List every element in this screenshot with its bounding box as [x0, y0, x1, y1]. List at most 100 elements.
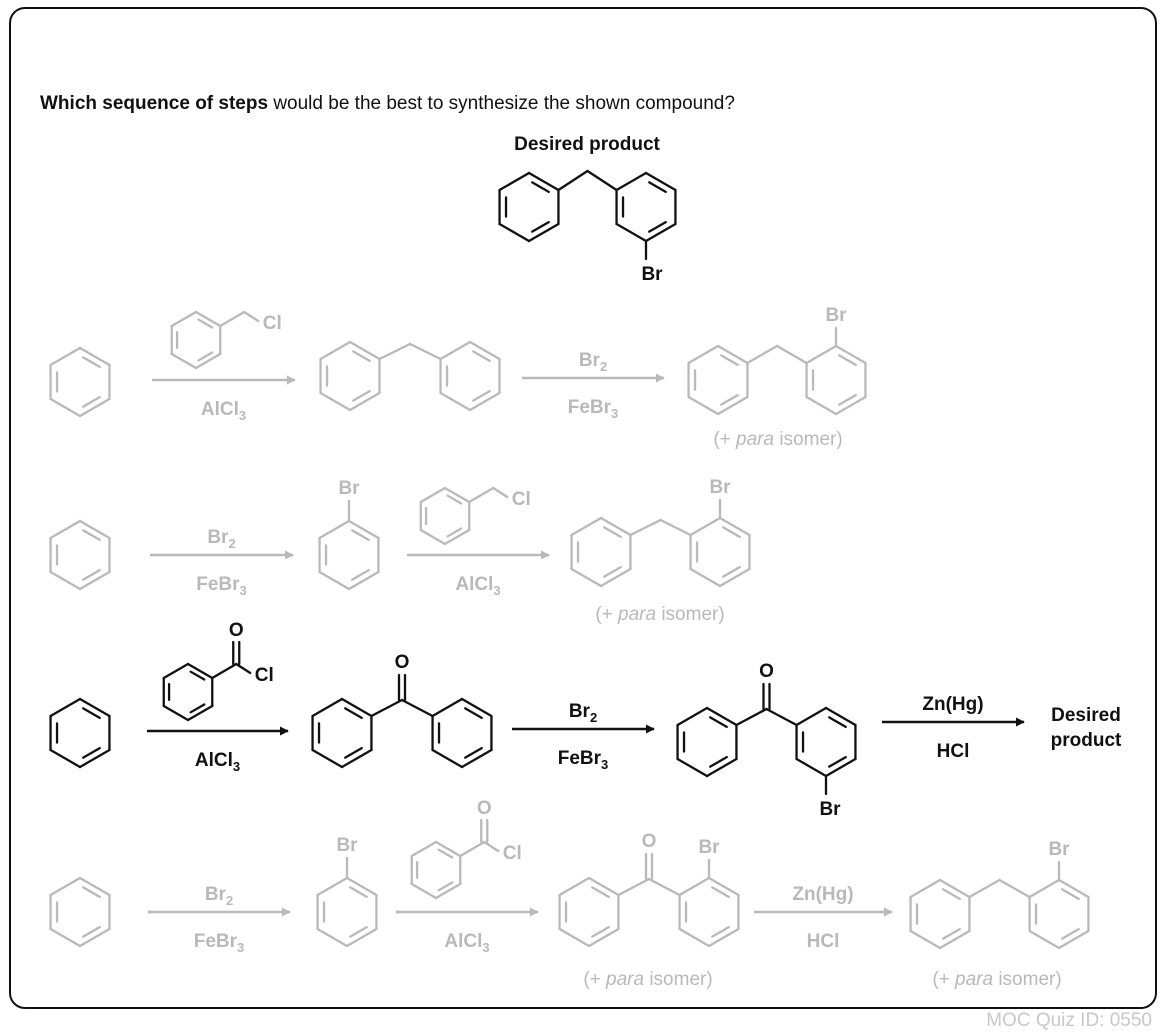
target-molecule: Br	[498, 169, 677, 285]
c-c-bond	[211, 662, 238, 680]
reagent-above: Br2	[207, 527, 235, 551]
chlorine-label: Cl	[512, 489, 531, 510]
benzene-ring	[795, 706, 857, 778]
ring-double-bond	[709, 716, 728, 729]
oxygen-label: O	[759, 661, 774, 682]
ring-double-bond	[720, 393, 739, 406]
ring-double-bond	[82, 707, 101, 720]
ring-double-bond	[82, 886, 101, 899]
diphenylmethane	[319, 340, 501, 412]
benzoyl-chloride: O Cl	[162, 620, 274, 722]
ring-double-bond	[591, 886, 610, 899]
ring-bond	[805, 344, 838, 365]
question-text: Which sequence of steps would be the bes…	[40, 93, 735, 115]
ring-bond	[311, 697, 344, 718]
oxygen-label: O	[229, 620, 244, 641]
ring-bond	[676, 706, 709, 727]
step-2-arrow: AlCl3	[396, 907, 539, 955]
benzene-ring	[570, 516, 632, 588]
ring-bond	[49, 876, 82, 897]
ring-bond	[716, 395, 749, 416]
ring-bond	[527, 222, 560, 243]
ring-bond	[348, 391, 381, 412]
ring-bond	[587, 876, 620, 897]
ring-bond	[795, 706, 828, 727]
chlorine-label: Cl	[255, 665, 274, 686]
ring-bond	[170, 352, 198, 370]
ring-double-bond	[189, 670, 206, 681]
bromine-label: Br	[698, 837, 720, 858]
c-cl-bond	[492, 486, 509, 499]
ring-bond	[78, 876, 111, 897]
ring-bond	[170, 310, 198, 328]
question-rest: would be the best to synthesize the show…	[268, 93, 735, 114]
ring-bond	[348, 340, 381, 361]
reagent-below: FeBr3	[196, 574, 247, 598]
ring-double-bond	[722, 565, 741, 578]
ring-bond	[347, 570, 380, 591]
reagent-above: Zn(Hg)	[922, 694, 983, 715]
ring-bond	[834, 395, 867, 416]
ring-double-bond	[648, 220, 667, 233]
ring-double-bond	[446, 494, 463, 505]
isomer-note: (+ para isomer)	[713, 429, 842, 450]
ring-bond	[834, 344, 867, 365]
ring-double-bond	[591, 925, 610, 938]
ring-double-bond	[464, 707, 483, 720]
ring-bond	[78, 570, 111, 591]
ring-double-bond	[828, 755, 847, 768]
ring-bond	[795, 757, 828, 778]
ring-bond	[316, 927, 349, 948]
ring-bond	[570, 516, 603, 537]
ring-bond	[1057, 878, 1090, 899]
ch2-bond	[370, 698, 404, 718]
ring-bond	[419, 486, 447, 504]
ring-bond	[162, 704, 190, 722]
benzene-ring	[318, 519, 380, 591]
ring-bond	[49, 927, 82, 948]
ring-bond	[615, 171, 648, 192]
benzene-ring	[498, 171, 560, 243]
ring-bond	[78, 748, 111, 769]
ring-bond	[599, 567, 632, 588]
ring-bond	[319, 340, 352, 361]
c-cl-bond	[243, 310, 260, 323]
ring-bond	[319, 391, 352, 412]
bromine-label: Br	[336, 835, 358, 856]
reagent-above: Zn(Hg)	[792, 884, 853, 905]
ring-double-bond	[603, 565, 622, 578]
benzene-ring	[311, 697, 373, 769]
reagent-below: AlCl3	[195, 750, 240, 774]
benzyl-chloride: Cl	[419, 486, 531, 546]
ch2-bond	[765, 707, 798, 727]
ring-double-bond	[464, 746, 483, 759]
route-c[interactable]: OClAlCl3OBr2FeBr3OBrZn(Hg)HClDesiredprod…	[49, 620, 1122, 820]
ring-double-bond	[344, 746, 363, 759]
reagent-below: FeBr3	[568, 397, 619, 421]
ch2-bond	[968, 878, 1001, 899]
ch2-bond	[400, 698, 434, 718]
target-title: Desired product	[514, 134, 660, 155]
ring-bond	[676, 757, 709, 778]
question-lead: Which sequence of steps	[40, 93, 269, 114]
ring-double-bond	[838, 354, 857, 367]
reagent-below: AlCl3	[201, 399, 246, 423]
ring-double-bond	[711, 886, 730, 899]
ring-bond	[49, 748, 82, 769]
target-diphenylmethane: Br	[498, 169, 677, 285]
ring-bond	[587, 927, 620, 948]
reagent-below: HCl	[807, 931, 840, 952]
ring-double-bond	[352, 350, 371, 363]
ring-bond	[49, 519, 82, 540]
ring-double-bond	[1061, 888, 1080, 901]
ring-bond	[431, 748, 464, 769]
ring-bond	[419, 528, 447, 546]
ch2-bond	[219, 310, 246, 328]
ring-double-bond	[351, 568, 370, 581]
ring-bond	[318, 519, 351, 540]
ring-bond	[718, 567, 751, 588]
